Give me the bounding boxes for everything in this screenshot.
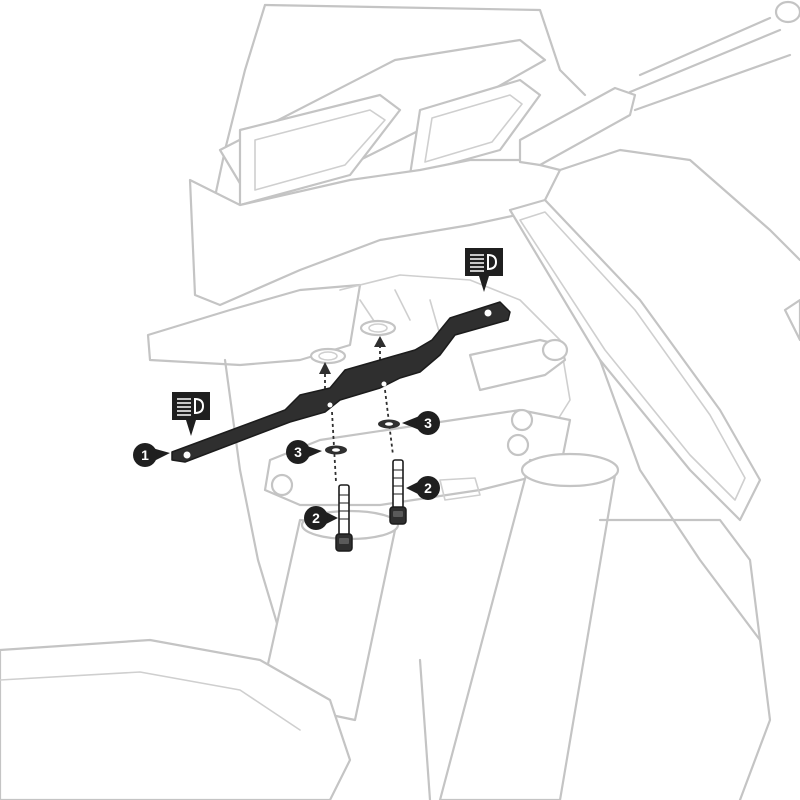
headlight-right xyxy=(408,78,542,177)
windscreen-top xyxy=(263,3,587,97)
callout-2-right-label: 2 xyxy=(424,480,432,496)
cables xyxy=(628,16,792,112)
windscreen-edge-left xyxy=(208,3,267,222)
bracket-hole-left xyxy=(183,451,191,459)
callout-3-right: 3 xyxy=(402,411,440,435)
fork-tube-right xyxy=(438,458,617,800)
mirror-stub xyxy=(774,0,800,24)
frame-panel-right xyxy=(508,198,762,522)
callout-2-left-label: 2 xyxy=(312,510,320,526)
washer-left xyxy=(325,445,347,455)
mount-hole-left xyxy=(309,347,347,365)
indicator-arm xyxy=(518,86,637,167)
steering-head xyxy=(339,274,571,441)
callout-3-right-label: 3 xyxy=(424,415,432,431)
headlight-left-inner xyxy=(254,109,386,191)
mudguard xyxy=(0,638,352,800)
frame-lower-right xyxy=(598,358,762,642)
headlight-left xyxy=(238,93,402,207)
mount-hole-right xyxy=(359,319,397,337)
bolt-left xyxy=(335,484,353,552)
bracket-hole-bolt-right xyxy=(381,381,387,387)
frame-tab xyxy=(783,298,800,342)
side-fairing xyxy=(146,283,362,367)
clamp-bolt-left xyxy=(270,473,294,497)
light-symbol-icon xyxy=(465,248,503,292)
clamp-bolt-right-bottom xyxy=(506,433,530,457)
clamp-slot xyxy=(439,477,481,501)
fork-guard-right xyxy=(598,518,772,800)
bracket-hole-right xyxy=(484,309,492,317)
light-symbol-icon xyxy=(172,392,210,436)
callout-1-label: 1 xyxy=(141,447,149,463)
insert-arrows xyxy=(319,336,386,395)
handlebar-end xyxy=(541,338,569,362)
arrow-head-right xyxy=(374,336,386,347)
headlight-right-inner xyxy=(424,94,523,163)
callout-1: 1 xyxy=(133,443,170,467)
tank-edge xyxy=(558,148,800,262)
mudguard-line xyxy=(0,671,301,731)
bolt-right xyxy=(389,459,407,525)
nose-fairing xyxy=(188,158,562,307)
callout-2-left: 2 xyxy=(304,506,338,530)
handlebar-stub xyxy=(468,338,567,392)
arrow-head-left xyxy=(319,362,331,374)
frame-panel-right-inner xyxy=(519,211,746,501)
fork-top-right xyxy=(520,452,620,488)
mount-hole-left-inner xyxy=(318,351,338,361)
washer-right xyxy=(378,419,400,429)
callout-2-right: 2 xyxy=(406,476,440,500)
bracket-hole-bolt-left xyxy=(327,402,333,408)
callout-3-left: 3 xyxy=(286,440,322,464)
mount-hole-right-inner xyxy=(368,323,388,333)
mounting-bracket xyxy=(171,301,511,463)
callout-3-left-label: 3 xyxy=(294,444,302,460)
fork-lower-edge xyxy=(418,658,432,800)
clamp-bolt-right-top xyxy=(510,408,534,432)
